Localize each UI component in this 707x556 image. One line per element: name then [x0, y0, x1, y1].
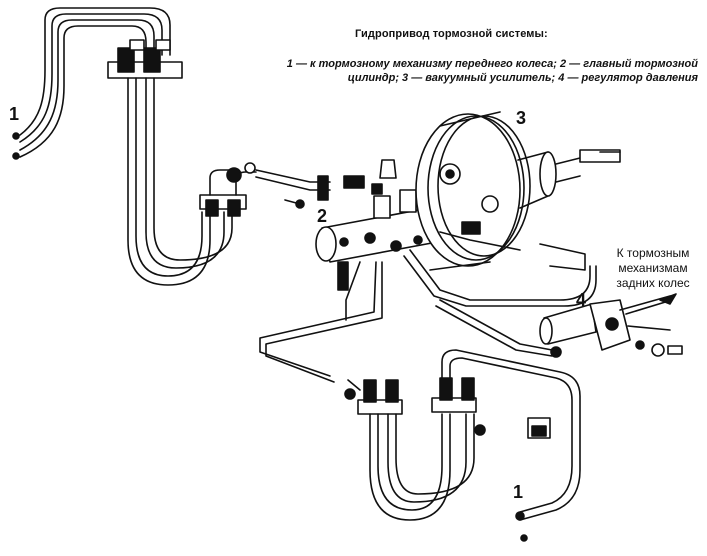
master-cylinder — [315, 159, 449, 263]
callout-front-wheel-left: 1 — [9, 104, 20, 124]
callout-pressure-regulator: 4 — [576, 290, 587, 310]
rear-label-line-1: К тормозным — [616, 246, 690, 260]
caption-line-1: 1 — к тормозному механизму переднего кол… — [286, 58, 698, 70]
lower-bracket — [344, 377, 551, 439]
left-hose-loops — [127, 77, 233, 286]
upper-bracket — [107, 39, 183, 79]
lower-hose-loops — [369, 413, 475, 521]
rear-brakes-label: К тормозным механизмам задних колес — [600, 246, 706, 291]
callout-front-wheel-bottom: 1 — [513, 482, 524, 502]
caption-line-2: цилиндр; 3 — вакуумный усилитель; 4 — ре… — [347, 72, 698, 84]
lower-right-lines — [441, 349, 581, 542]
rear-label-line-3: задних колес — [616, 276, 690, 290]
callout-master-cylinder: 2 — [317, 206, 328, 226]
lines-to-master-cylinder — [255, 169, 383, 209]
diagram-title: Гидропривод тормозной системы: — [355, 28, 548, 40]
pressure-regulator — [539, 293, 683, 357]
diagram-caption: 1 — к тормозному механизму переднего кол… — [228, 57, 698, 85]
main-pipe-run — [259, 249, 597, 383]
front-left-brake-lines — [12, 7, 171, 160]
rear-label-line-2: механизмам — [618, 261, 688, 275]
mid-left-bracket — [199, 162, 257, 217]
callout-vacuum-booster: 3 — [516, 108, 527, 128]
vacuum-booster — [415, 111, 621, 271]
